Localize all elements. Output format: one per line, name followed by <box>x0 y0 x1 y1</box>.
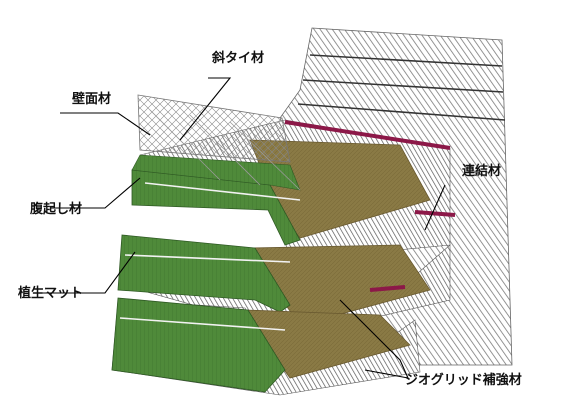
label-connector: 連結材 <box>462 163 501 179</box>
waist-member <box>119 182 301 331</box>
leader-lines <box>40 77 446 379</box>
label-waist-member: 腹起し材 <box>30 201 82 217</box>
label-geogrid: ジオグリッド補強材 <box>405 372 522 388</box>
label-vegetation-mat: 植生マット <box>17 285 83 301</box>
label-diagonal-tie: 斜タイ材 <box>211 50 264 66</box>
label-wall-face: 壁面材 <box>72 91 111 107</box>
wall-face-mesh <box>137 94 301 191</box>
connector <box>284 120 456 292</box>
tier-middle <box>117 234 451 336</box>
